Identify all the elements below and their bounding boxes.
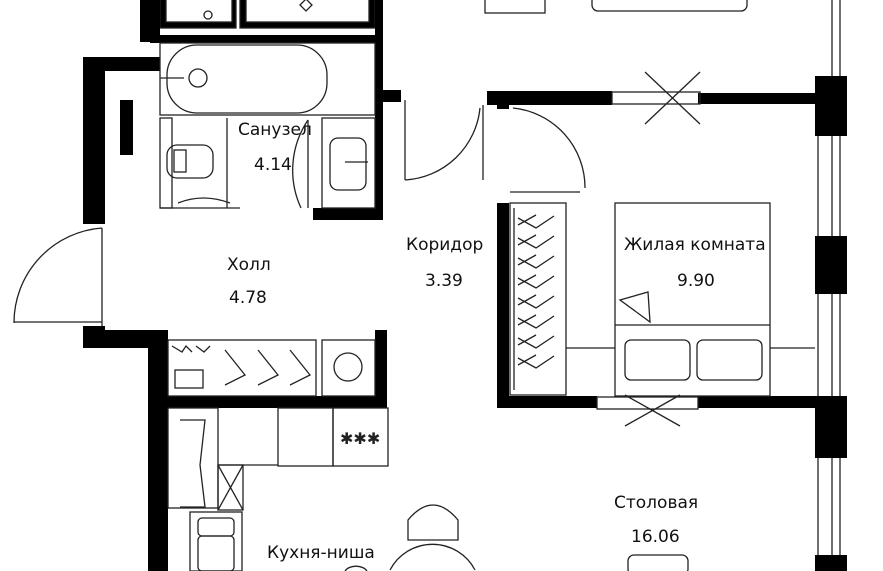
- room-area-dining-room: 16.06: [631, 527, 680, 547]
- wardrobe: [509, 202, 815, 396]
- room-area-living-room: 9.90: [677, 271, 715, 291]
- room-name-living-room: Жилая комната: [624, 235, 766, 255]
- room-area-hall: 4.78: [229, 288, 267, 308]
- doors: [13, 100, 586, 326]
- kitchen: [167, 407, 689, 571]
- windows: [596, 71, 819, 555]
- walls: [83, 0, 847, 571]
- room-name-hall: Холл: [227, 255, 271, 275]
- room-area-bathroom: 4.14: [254, 155, 292, 175]
- room-name-bathroom: Санузел: [238, 120, 312, 140]
- hall-closet: [167, 339, 376, 397]
- room-area-corridor: 3.39: [425, 271, 463, 291]
- room-name-dining-room: Столовая: [614, 493, 698, 513]
- bathroom-fixtures: [159, 42, 376, 209]
- room-name-corridor: Коридор: [406, 235, 483, 255]
- cooktop-symbol: ✱✱✱: [340, 429, 380, 448]
- bed: [614, 202, 771, 397]
- room-name-kitchen-niche: Кухня-ниша: [267, 543, 375, 563]
- room-labels: Санузел 4.14 Холл 4.78 Коридор 3.39 Жила…: [227, 120, 766, 563]
